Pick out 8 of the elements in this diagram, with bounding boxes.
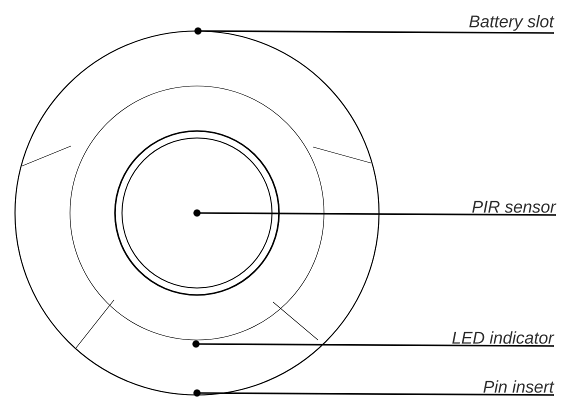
part-label: LED indicator [452,331,554,344]
leader-line [193,389,554,397]
leader-line [192,340,554,348]
part-label: PIR sensor [472,200,556,213]
part-label: Pin insert [483,380,554,393]
part-label: Battery slot [469,14,554,31]
leader-line [194,27,554,35]
leader-line [193,209,556,217]
